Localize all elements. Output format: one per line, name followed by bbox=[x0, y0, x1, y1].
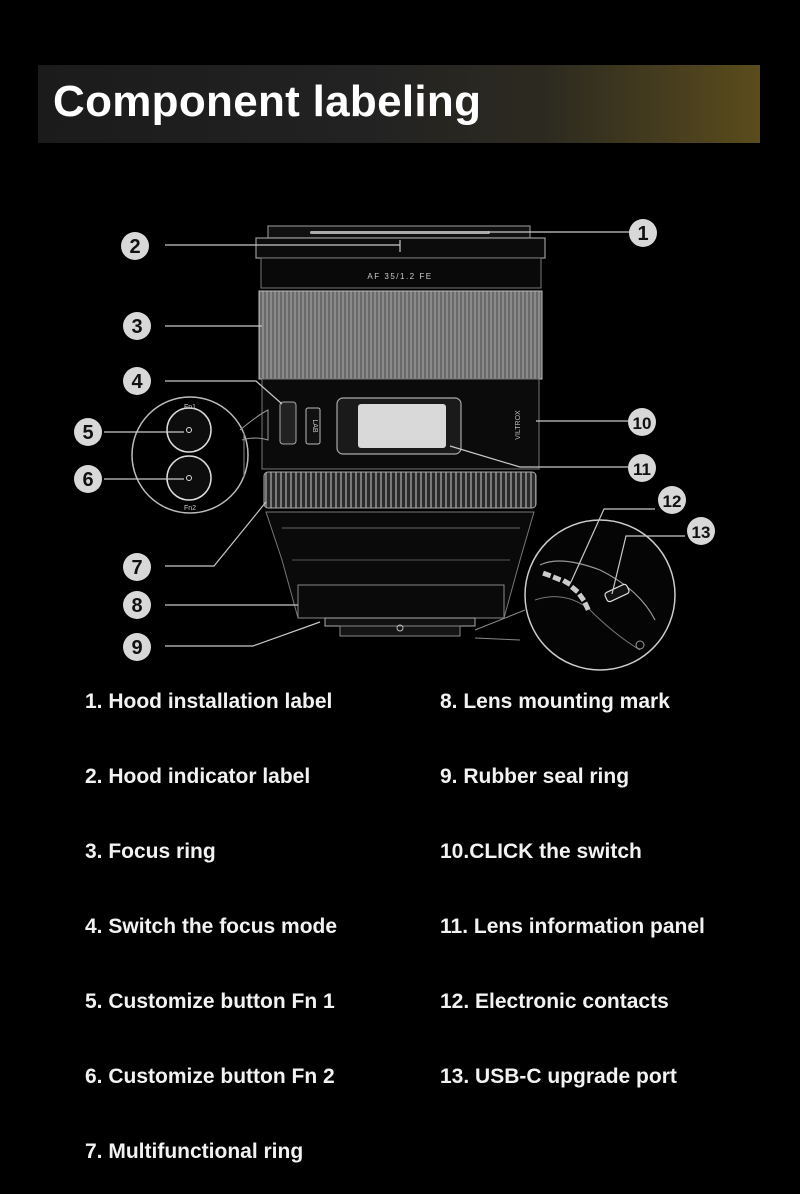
label-right-2: 9. Rubber seal ring bbox=[440, 765, 630, 788]
label-right-4: 11. Lens information panel bbox=[440, 915, 705, 938]
callout-13: 13 bbox=[687, 517, 715, 545]
label-left-1: 1. Hood installation label bbox=[85, 690, 333, 713]
callout-number: 7 bbox=[131, 557, 142, 579]
callout-11: 11 bbox=[628, 454, 656, 482]
label-right-1: 8. Lens mounting mark bbox=[440, 690, 670, 713]
callout-number: 12 bbox=[663, 492, 682, 511]
callout-number: 4 bbox=[131, 371, 143, 393]
title-bar: Component labeling bbox=[38, 65, 760, 143]
label-right-6: 13. USB-C upgrade port bbox=[440, 1065, 677, 1088]
label-right-5: 12. Electronic contacts bbox=[440, 990, 669, 1013]
callout-number: 6 bbox=[82, 469, 93, 491]
lens-body: AF 35/1.2 FE LAB VILTROX bbox=[255, 225, 546, 637]
usb-c-port bbox=[604, 583, 630, 603]
fn2-text: Fn2 bbox=[184, 505, 196, 512]
info-panel-screen bbox=[358, 404, 446, 448]
fn-buttons-detail: Fn1 Fn2 bbox=[131, 396, 269, 514]
callout-10: 10 bbox=[628, 408, 656, 436]
callout-number: 3 bbox=[131, 316, 142, 338]
label-right-3: 10.CLICK the switch bbox=[440, 840, 642, 863]
callout-8: 8 bbox=[123, 591, 151, 619]
callout-1: 1 bbox=[629, 219, 657, 247]
callout-12: 12 bbox=[658, 486, 686, 514]
callout-9: 9 bbox=[123, 633, 151, 661]
callout-number: 9 bbox=[131, 637, 142, 659]
label-left-5: 5. Customize button Fn 1 bbox=[85, 990, 335, 1013]
callout-number: 5 bbox=[82, 422, 93, 444]
leader-lines bbox=[104, 231, 685, 647]
callout-2: 2 bbox=[121, 232, 149, 260]
lens-model-text: AF 35/1.2 FE bbox=[367, 272, 432, 281]
fn1-text: Fn1 bbox=[184, 404, 196, 411]
callout-5: 5 bbox=[74, 418, 102, 446]
lens-diagram: AF 35/1.2 FE LAB VILTROX Fn1 Fn2 bbox=[74, 219, 715, 671]
callout-number: 8 bbox=[131, 595, 142, 617]
focus-ring bbox=[258, 290, 543, 380]
fn1-button bbox=[166, 407, 212, 453]
callout-3: 3 bbox=[123, 312, 151, 340]
page-title: Component labeling bbox=[53, 77, 482, 126]
callout-6: 6 bbox=[74, 465, 102, 493]
switch-text: LAB bbox=[311, 419, 318, 433]
label-left-3: 3. Focus ring bbox=[85, 840, 216, 863]
callout-number: 13 bbox=[692, 523, 711, 542]
callout-number: 11 bbox=[633, 460, 651, 479]
label-left-7: 7. Multifunctional ring bbox=[85, 1140, 304, 1163]
label-left-4: 4. Switch the focus mode bbox=[85, 915, 338, 938]
callout-4: 4 bbox=[123, 367, 151, 395]
label-left-6: 6. Customize button Fn 2 bbox=[85, 1065, 335, 1088]
multifunction-ring bbox=[263, 471, 537, 509]
brand-text: VILTROX bbox=[515, 410, 522, 440]
fn2-button bbox=[166, 455, 212, 501]
callout-7: 7 bbox=[123, 553, 151, 581]
mount-detail bbox=[474, 519, 676, 671]
callout-number: 2 bbox=[129, 236, 140, 258]
label-left-2: 2. Hood indicator label bbox=[85, 765, 311, 788]
callout-number: 10 bbox=[633, 414, 652, 433]
callout-number: 1 bbox=[637, 223, 648, 245]
focus-mode-switch bbox=[279, 401, 297, 445]
electronic-contacts bbox=[542, 570, 591, 611]
